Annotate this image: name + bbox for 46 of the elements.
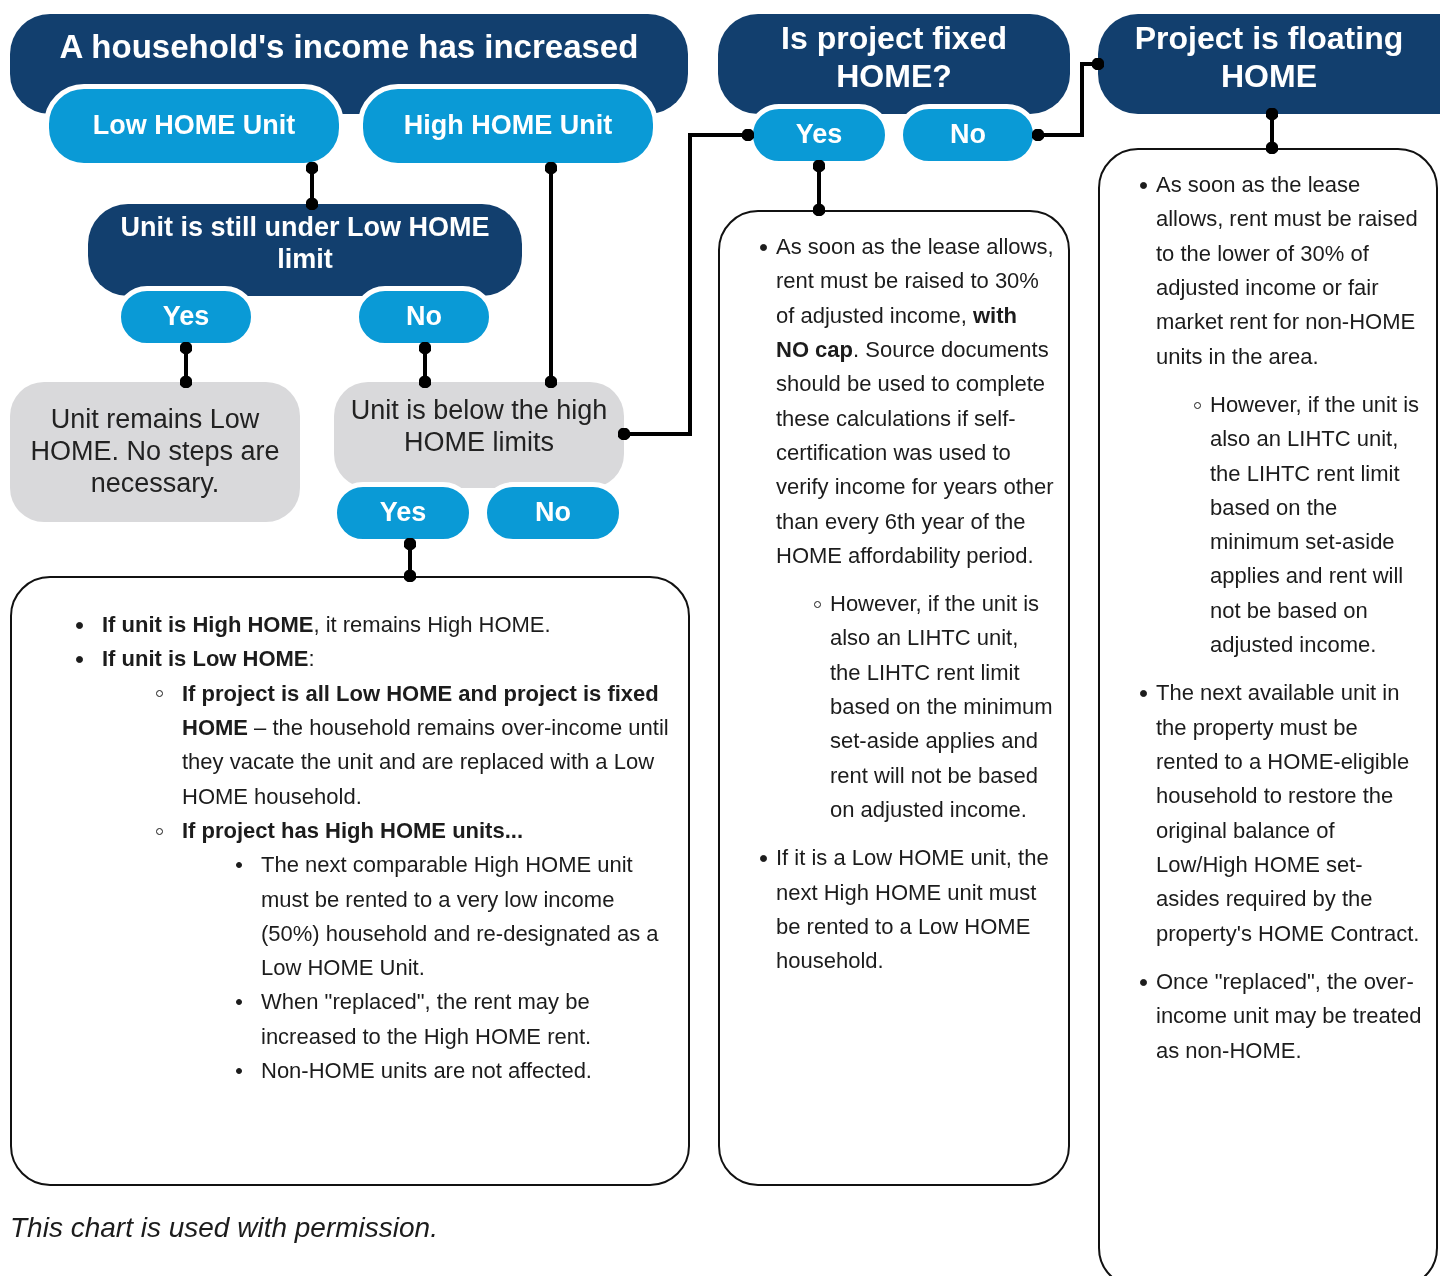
header-banner (88, 204, 522, 296)
bullet-text: If it is a Low HOME unit, the next High HOME unit must be rented to a Low HOME household. (776, 844, 1050, 976)
connector-line (1031, 57, 1105, 142)
connector-line (617, 128, 755, 441)
node-label: Is project fixed HOME? (780, 20, 1008, 96)
bullet-text: If unit is Low HOME: (102, 645, 316, 674)
node-label: Unit is still under Low HOME limit (119, 212, 491, 276)
connector-line (403, 537, 417, 583)
caption: This chart is used with permission. (10, 1212, 438, 1244)
bullet-text: However, if the unit is also an LIHTC unit, the LIHTC rent limit based on the minimum set-aside applies and rent will not be based on adjusted income. (830, 590, 1054, 824)
bullet-text: Once "replaced", the over-income unit may be treated as non-HOME. (1156, 967, 1423, 1065)
node-label: Yes (378, 497, 428, 529)
bullet-text: If project has High HOME units... (182, 816, 525, 845)
text-card (718, 210, 1070, 1186)
header-banner (718, 14, 1070, 114)
decision-box (334, 382, 624, 488)
bullet-text: When "replaced", the rent may be increased to the High HOME rent. (261, 988, 593, 1051)
connector-line (544, 161, 558, 389)
node-label: Yes (794, 119, 844, 151)
bullet-text: Non-HOME units are not affected. (261, 1057, 593, 1086)
node-label: No (949, 119, 987, 151)
node-label: Unit is below the high HOME limits (349, 395, 609, 459)
node-label: Yes (161, 301, 211, 333)
node-label: No (405, 301, 443, 333)
bullet-text: As soon as the lease allows, rent must be raised to 30% of adjusted income, with NO cap. Source documents should be used to complete these calculations if self-certification was used to verify income for years other than every 6th year of the HOME affordability period. (776, 233, 1055, 570)
connector-line (179, 341, 193, 389)
connector-line (812, 159, 826, 217)
bullet-text: However, if the unit is also an LIHTC unit, the LIHTC rent limit based on the minimum set-aside applies and rent will not be based on adjusted income. (1210, 390, 1421, 660)
bullet-text: If project is all Low HOME and project is fixed HOME – the household remains over-income until they vacate the unit and are replaced with a Low HOME household. (182, 679, 670, 811)
text-card (10, 576, 690, 1186)
header-banner (1098, 14, 1440, 114)
node-label: Unit remains Low HOME. No steps are necessary. (29, 404, 281, 500)
connector-line (305, 161, 319, 211)
decision-box (10, 382, 300, 522)
node-label: Project is floating HOME (1133, 20, 1405, 96)
text-card (1098, 148, 1438, 1276)
bullet-text: As soon as the lease allows, rent must be raised to the lower of 30% of adjusted income or fair market rent for non-HOME units in the area. (1156, 171, 1419, 371)
bullet-text: The next available unit in the property must be rented to a HOME-eligible household to restore the original balance of Low/High HOME set-asides required by the property's HOME Contract. (1156, 679, 1421, 948)
node-label: High HOME Unit (402, 110, 614, 142)
bullet-text: The next comparable High HOME unit must be rented to a very low income (50%) household and re-designated as a Low HOME Unit. (261, 851, 660, 983)
connector-line (1265, 107, 1279, 155)
node-label: A household's income has increased (58, 28, 640, 67)
node-label: No (534, 497, 572, 529)
bullet-text: If unit is High HOME, it remains High HOME. (102, 611, 552, 639)
node-label: Low HOME Unit (91, 110, 297, 142)
connector-line (418, 341, 432, 389)
